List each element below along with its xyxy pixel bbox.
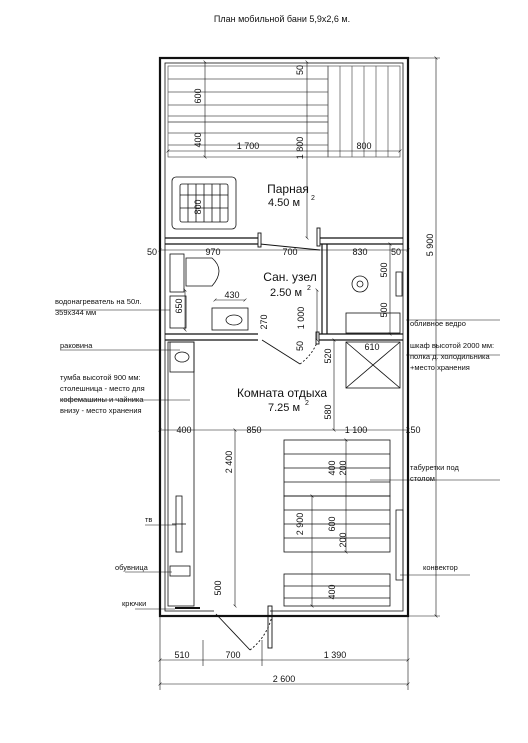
label-hooks: крючки [122, 599, 146, 608]
leader-lines [55, 309, 500, 610]
label-bucket: обливное ведро [410, 319, 466, 328]
dim-700-door: 700 [282, 247, 297, 257]
dim-650: 650 [174, 298, 184, 313]
label-heater-2: 359х344 мм [55, 308, 96, 317]
label-cabinet-1: тумба высотой 900 мм: [60, 373, 141, 382]
callout-texts: водонагреватель на 50л. 359х344 мм облив… [55, 297, 494, 608]
dim-50-top: 50 [295, 65, 305, 75]
rest-furniture [167, 341, 404, 609]
label-heater-1: водонагреватель на 50л. [55, 297, 142, 306]
label-wardrobe-2: полка д. холодильника [410, 352, 490, 361]
dim-610: 610 [364, 342, 379, 352]
dim-1000: 1 000 [296, 307, 306, 330]
dim-2900: 2 900 [295, 513, 305, 536]
dim-500-bath: 500 [379, 262, 389, 277]
dim-500-bucket: 500 [379, 302, 389, 317]
label-stools-1: табуретки под [410, 463, 459, 472]
dim-1700: 1 700 [237, 141, 260, 151]
room-area-rest: 7.25 м [268, 402, 300, 414]
dim-700-bottom: 700 [225, 650, 240, 660]
label-wardrobe-3: +место хранения [410, 363, 470, 372]
label-convector: конвектор [423, 563, 458, 572]
dim-1390: 1 390 [324, 650, 347, 660]
dim-2400: 2 400 [224, 451, 234, 474]
dim-50-mid: 50 [295, 341, 305, 351]
doors [214, 227, 321, 651]
dim-200-stool: 200 [338, 460, 348, 475]
dim-400-bench: 400 [327, 584, 337, 599]
label-wardrobe-1: шкаф высотой 2000 мм: [410, 341, 494, 350]
plan-title: План мобильной бани 5,9х2,6 м. [214, 14, 350, 24]
dim-580: 580 [323, 404, 333, 419]
label-tv: тв [145, 515, 152, 524]
dim-50-left: 50 [147, 247, 157, 257]
dim-400-left: 400 [176, 425, 191, 435]
dim-400: 400 [193, 132, 203, 147]
interior-walls [165, 237, 403, 341]
label-shoes: обувница [115, 563, 149, 572]
label-cabinet-3: кофемашины и чайника [60, 395, 144, 404]
label-cabinet-2: столешница - место для [60, 384, 145, 393]
dim-5900: 5 900 [425, 234, 435, 257]
dim-510: 510 [174, 650, 189, 660]
dim-850: 850 [246, 425, 261, 435]
room-area-steam: 4.50 м [268, 197, 300, 209]
dim-800-right: 800 [356, 141, 371, 151]
label-sink: раковина [60, 341, 93, 350]
dim-1100: 1 100 [345, 425, 368, 435]
outer-walls [158, 56, 410, 618]
room-name-bath: Сан. узел [263, 270, 316, 284]
room-name-steam: Парная [267, 182, 309, 196]
room-area-sup-bath: 2 [307, 285, 311, 292]
dim-50-right: 50 [391, 247, 401, 257]
dimension-texts: 600 400 800 1 700 1 800 50 800 50 970 70… [147, 65, 435, 684]
room-area-bath: 2.50 м [270, 287, 302, 299]
room-name-rest: Комната отдыха [237, 386, 327, 400]
label-cabinet-4: внизу - место хранения [60, 406, 142, 415]
dim-970: 970 [205, 247, 220, 257]
dim-600-table: 600 [327, 516, 337, 531]
dim-430: 430 [224, 290, 239, 300]
room-area-sup-rest: 2 [305, 400, 309, 407]
dim-1800: 1 800 [295, 137, 305, 160]
dim-520: 520 [323, 348, 333, 363]
dim-200-table: 200 [338, 532, 348, 547]
sauna-stove [171, 176, 237, 230]
dim-600: 600 [193, 88, 203, 103]
dim-500-bottom: 500 [213, 580, 223, 595]
steam-shelves [167, 65, 401, 158]
dimension-lines [158, 56, 440, 690]
dim-800: 800 [193, 199, 203, 214]
room-area-sup-steam: 2 [311, 195, 315, 202]
dim-150: 150 [405, 425, 420, 435]
dim-830: 830 [352, 247, 367, 257]
dim-2600: 2 600 [273, 674, 296, 684]
dim-270: 270 [259, 314, 269, 329]
label-stools-2: столом [410, 474, 435, 483]
dim-400-stool: 400 [327, 460, 337, 475]
